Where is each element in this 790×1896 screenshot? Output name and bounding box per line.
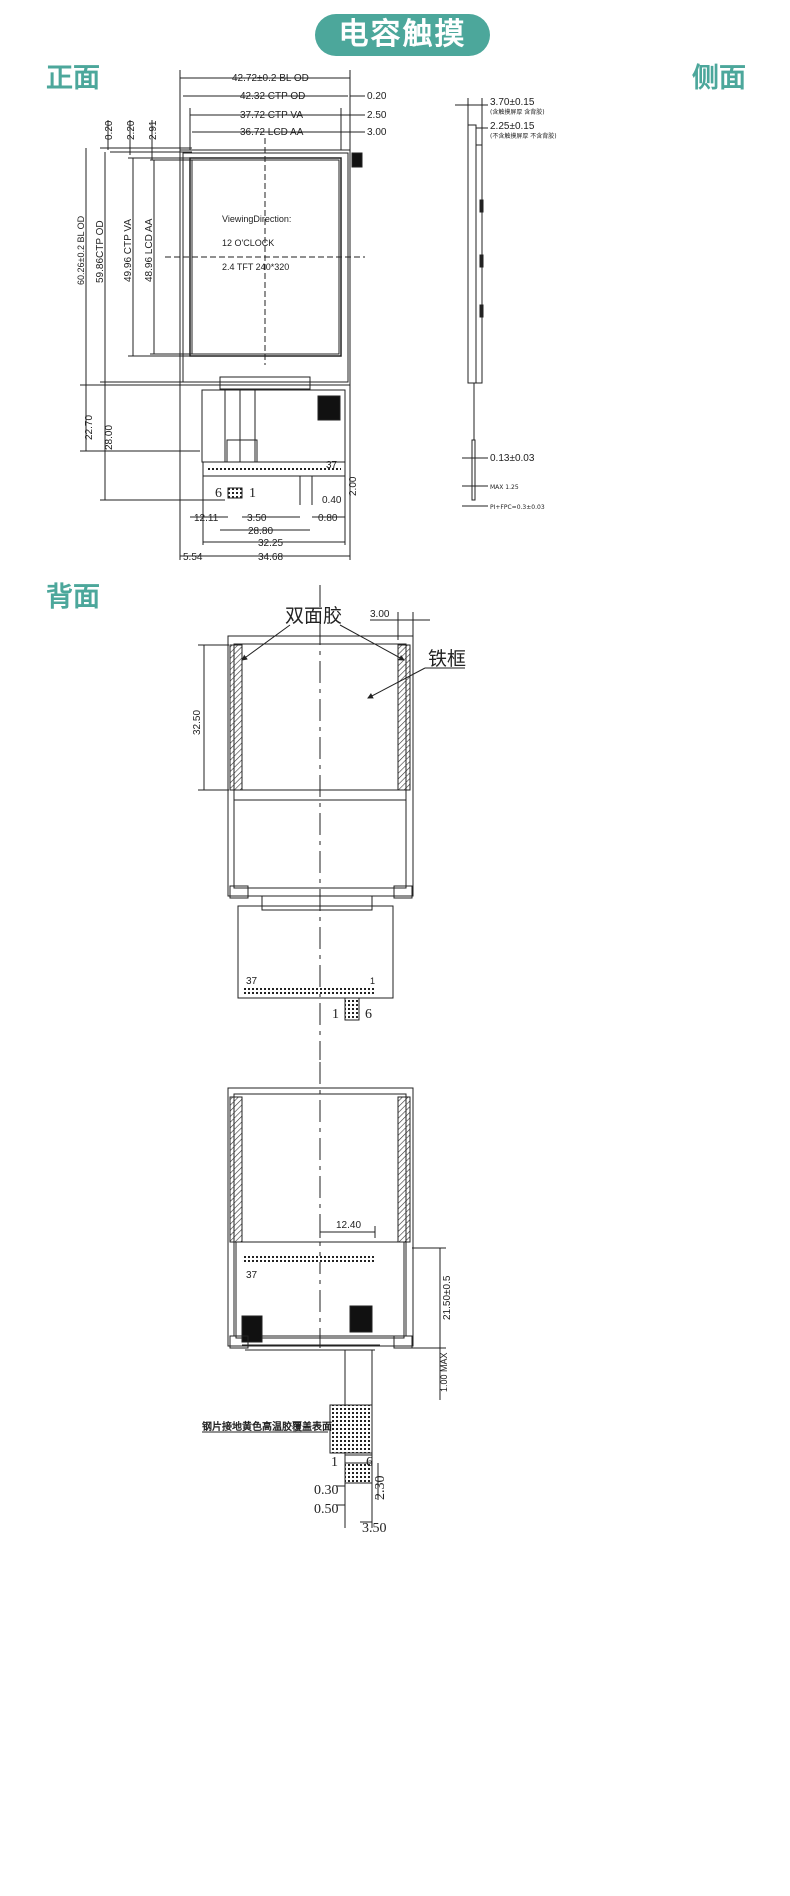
dim-fpc-right-1: 0.40 xyxy=(322,495,342,506)
title-badge: 电容触摸 xyxy=(315,14,490,56)
dim-bl-od-height: 60.26±0.2 BL OD xyxy=(76,215,86,285)
back2-dim-fpc: 1.00 MAX xyxy=(439,1352,449,1392)
back-view-2 xyxy=(202,1062,446,1528)
front-view xyxy=(80,70,365,560)
dim-fpc-right-0: 2.00 xyxy=(348,476,359,496)
side-dim-steel: 0.13±0.03 xyxy=(490,453,535,464)
tail-dim-2: 2.30 xyxy=(373,1476,388,1501)
dim-ctp-od-height: 59.86CTP OD xyxy=(95,220,106,283)
front-dimension-labels: 42.72±0.2 BL OD 42.32 CTP OD 37.72 CTP V… xyxy=(76,73,387,563)
pin-label-37: 37 xyxy=(326,460,338,471)
section-back-label: 背面 xyxy=(46,582,100,613)
tail-pin-6: 6 xyxy=(366,1455,373,1470)
dim-right-0: 0.20 xyxy=(367,91,387,102)
dim-bottom-2: 0.80 xyxy=(318,513,338,524)
screen-text-direction: ViewingDirection: xyxy=(222,214,291,224)
side-dim-fpc: PI+FPC=0.3±0.03 xyxy=(490,504,545,511)
dim-bottom-1: 3.50 xyxy=(247,513,267,524)
tail-pin-1: 1 xyxy=(331,1455,338,1470)
back-view-2-labels: 12.40 21.50±0.5 1.00 MAX 37 钢片接地黄色高温胶覆盖表… xyxy=(202,1220,453,1536)
back-view-1 xyxy=(198,585,465,1060)
side-view xyxy=(455,98,488,507)
dim-ctp-va-height: 49.96 CTP VA xyxy=(123,219,134,282)
double-sided-tape-label: 双面胶 xyxy=(285,605,342,627)
dim-fpc-left-1: 28.00 xyxy=(104,425,115,450)
tail-dim-1: 0.50 xyxy=(314,1502,339,1517)
dim-right-2: 3.00 xyxy=(367,127,387,138)
section-front-label: 正面 xyxy=(46,63,100,94)
back1-pin-1: 1 xyxy=(332,1007,339,1022)
back2-dim-right: 21.50±0.5 xyxy=(442,1275,453,1320)
screen-text-clock: 12 O'CLOCK xyxy=(222,238,274,248)
dim-ctp-va-width: 37.72 CTP VA xyxy=(240,110,303,121)
back-view-1-labels: 双面胶 铁框 3.00 32.50 37 1 1 6 xyxy=(192,605,466,1022)
dim-bottom-3: 28.80 xyxy=(248,526,273,537)
back2-dim-width: 12.40 xyxy=(336,1220,361,1231)
side-dimension-labels: 3.70±0.15 (含触摸屏厚 含背胶) 2.25±0.15 (不含触摸屏厚 … xyxy=(490,97,557,511)
side-dim-total: 3.70±0.15 xyxy=(490,97,535,108)
dim-left-top-2: 2.91 xyxy=(148,120,159,140)
back1-dim-top: 3.00 xyxy=(370,609,390,620)
side-dim-lcd: 2.25±0.15 xyxy=(490,121,535,132)
dim-right-1: 2.50 xyxy=(367,110,387,121)
section-side-label: 侧面 xyxy=(692,63,746,94)
dim-bottom-5: 5.54 xyxy=(183,552,203,563)
dim-lcd-aa-height: 48.96 LCD AA xyxy=(144,218,155,282)
side-dim-max: MAX 1.25 xyxy=(490,484,519,491)
dim-lcd-aa-width: 36.72 LCD AA xyxy=(240,127,304,138)
pin-label-6: 6 xyxy=(215,486,222,501)
tail-dim-0: 0.30 xyxy=(314,1483,339,1498)
back1-pin-6: 6 xyxy=(365,1007,372,1022)
pin-label-1: 1 xyxy=(249,486,256,501)
steel-sheet-note: 钢片接地黄色高温胶覆盖表面 xyxy=(202,1420,332,1433)
iron-frame-label: 铁框 xyxy=(428,648,466,670)
dim-bottom-6: 34.68 xyxy=(258,552,283,563)
back1-dim-left: 32.50 xyxy=(192,710,203,735)
dim-fpc-left-0: 22.70 xyxy=(84,415,95,440)
back2-pin-37: 37 xyxy=(246,1270,258,1281)
back1-pin-37: 37 xyxy=(246,976,258,987)
dim-ctp-od-width: 42.32 CTP OD xyxy=(240,91,305,102)
back1-pin-1-small: 1 xyxy=(370,976,375,986)
dim-bottom-4: 32.25 xyxy=(258,538,283,549)
dim-bottom-0: 12.11 xyxy=(194,513,219,524)
dim-bl-od-width: 42.72±0.2 BL OD xyxy=(232,73,309,84)
side-dim-total-note: (含触摸屏厚 含背胶) xyxy=(490,108,545,116)
side-dim-lcd-note: (不含触摸屏厚 不含背胶) xyxy=(490,132,557,140)
tail-dim-3: 3.50 xyxy=(362,1521,387,1536)
dim-left-top-1: 2.20 xyxy=(126,120,137,140)
dim-left-top-0: 0.20 xyxy=(104,120,115,140)
screen-text-model: 2.4 TFT 240*320 xyxy=(222,262,289,272)
